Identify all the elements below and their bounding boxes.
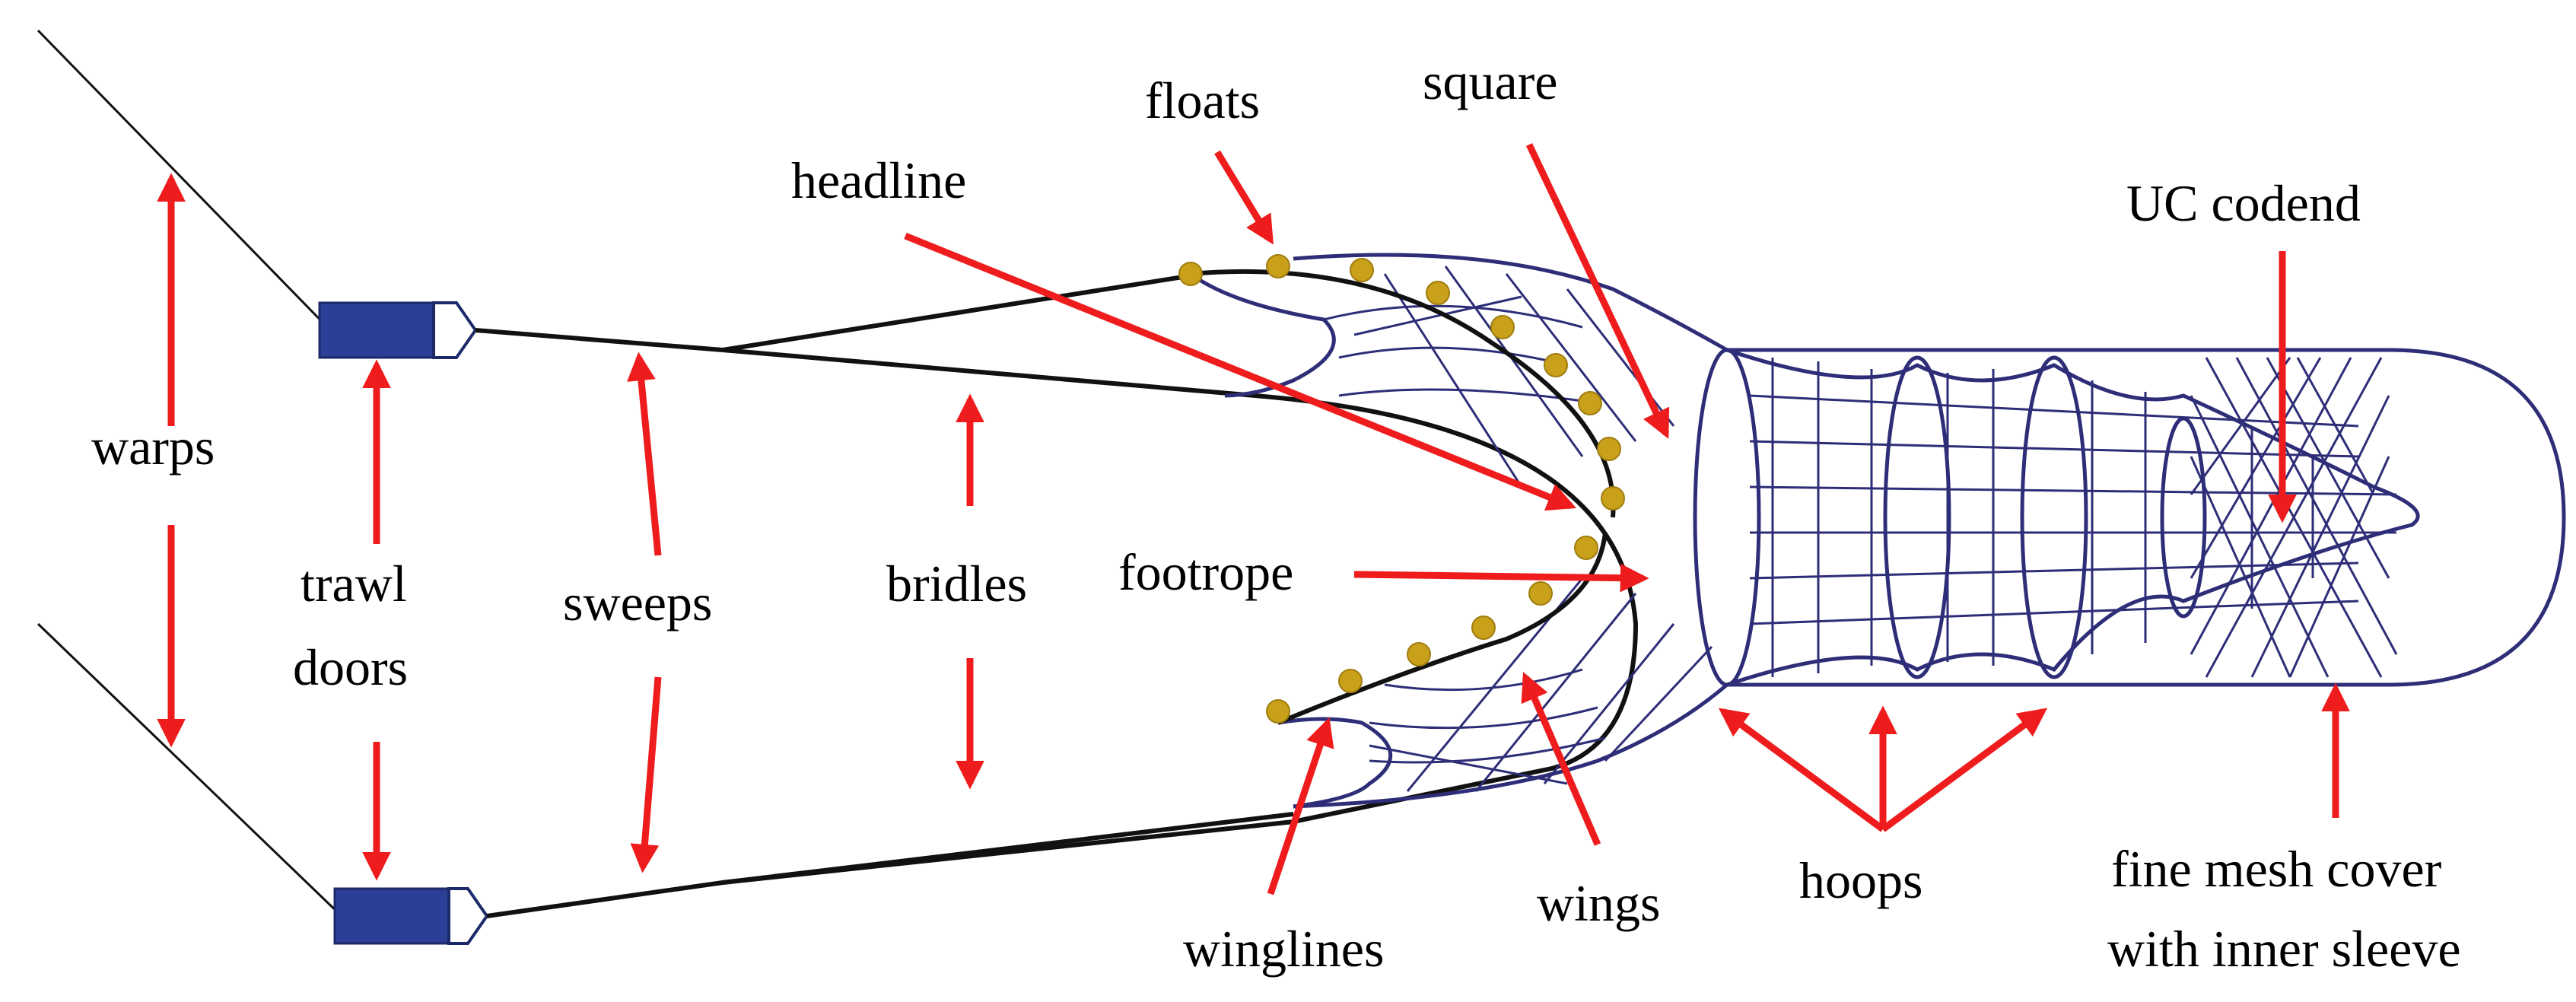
label-uc-codend: UC codend <box>2126 174 2361 232</box>
hoop-2 <box>1883 355 1951 679</box>
footrope-rope <box>1277 532 1608 725</box>
annotation-arrows <box>157 143 2350 895</box>
label-fine-mesh-cover: fine mesh cover <box>2111 840 2442 898</box>
label-square: square <box>1423 52 1557 110</box>
trawl-door-bottom <box>333 887 489 945</box>
hoop-1 <box>1693 348 1761 687</box>
label-winglines: winglines <box>1183 920 1384 978</box>
label-doors: doors <box>293 638 408 696</box>
label-with-inner-sleeve: with inner sleeve <box>2107 920 2461 978</box>
label-headline: headline <box>791 151 966 209</box>
fine-mesh-cover <box>2190 357 2398 678</box>
floats <box>1178 254 1625 724</box>
hoop-3 <box>2020 355 2088 679</box>
label-bridles: bridles <box>886 555 1027 612</box>
label-warps: warps <box>91 418 215 476</box>
net-wings <box>1189 253 1728 809</box>
label-sweeps: sweeps <box>563 574 712 631</box>
net-body <box>1693 348 2566 687</box>
label-trawl: trawl <box>301 555 407 612</box>
trawl-door-top <box>318 301 478 359</box>
warp-line-top <box>37 29 336 336</box>
label-hoops: hoops <box>1799 851 1922 909</box>
label-wings: wings <box>1537 874 1660 932</box>
label-footrope: footrope <box>1118 543 1293 601</box>
warp-line-bottom <box>37 622 344 918</box>
label-floats: floats <box>1145 72 1260 129</box>
hoop-4 <box>2160 416 2207 619</box>
